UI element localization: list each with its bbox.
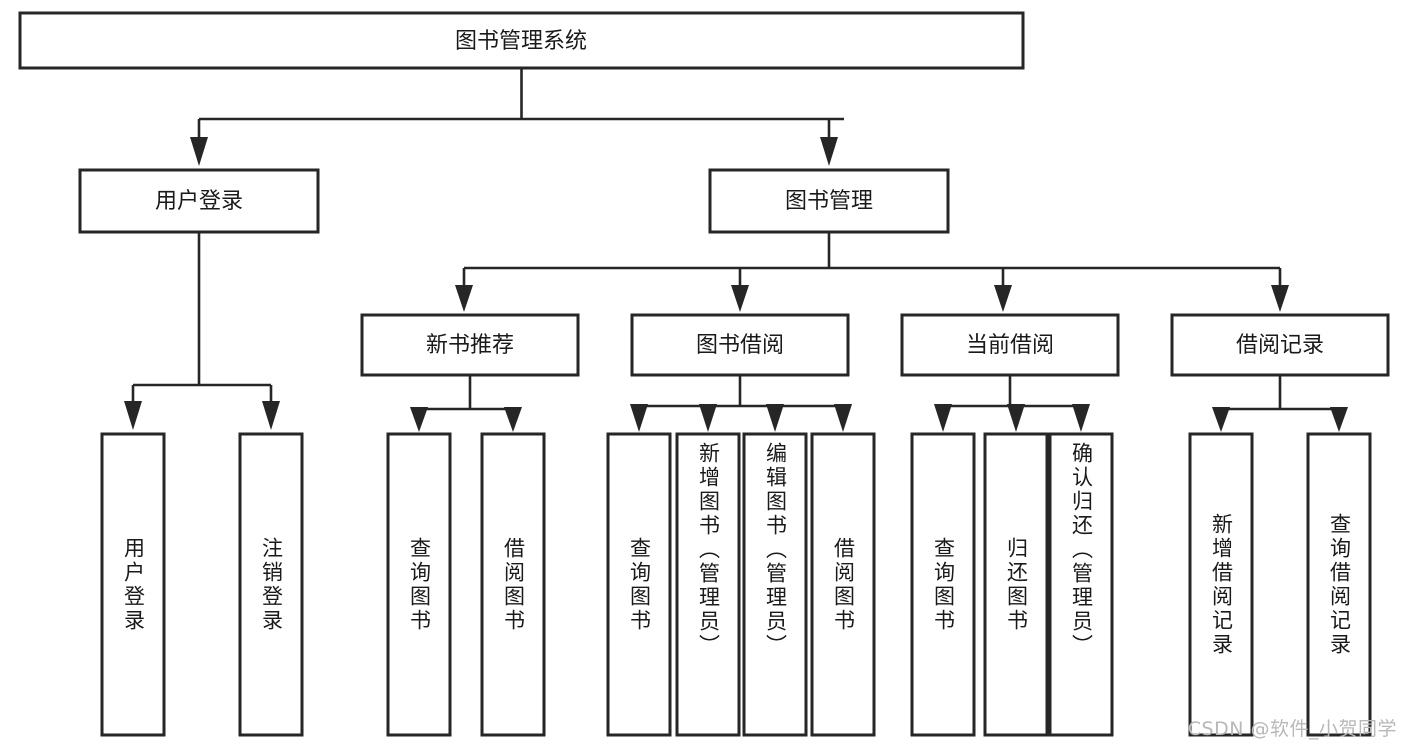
arrow-head-leaf-query-book-3 (934, 404, 952, 432)
arrow-head-leaf-user-logout (262, 401, 280, 430)
node-new-book-recommend[interactable]: 新书推荐 (360, 313, 580, 377)
leaf-edit-book-box[interactable] (742, 432, 808, 737)
csdn-watermark: CSDN @软件_小贺同学 (1187, 718, 1397, 740)
arrow-head-leaf-add-book (699, 404, 717, 432)
arrow-head-leaf-borrow-book-1 (504, 407, 522, 432)
node-book-borrow-box[interactable] (630, 313, 850, 377)
node-user-login-label: 用户登录 (155, 189, 243, 214)
node-current-borrow-box[interactable] (900, 313, 1120, 377)
leaf-return-book-box[interactable] (983, 432, 1049, 737)
leaf-user-login-box[interactable] (100, 432, 166, 737)
node-user-login-box[interactable] (78, 168, 320, 234)
arrow-head-leaf-user-login (124, 401, 142, 430)
node-root-label: 图书管理系统 (455, 29, 587, 54)
node-user-login[interactable]: 用户登录 (78, 168, 320, 234)
arrow-head-leaf-query-book-1 (410, 407, 428, 432)
node-book-manage[interactable]: 图书管理 (708, 168, 950, 234)
node-book-borrow-label: 图书借阅 (696, 333, 784, 358)
leaf-query-book-3-box[interactable] (910, 432, 976, 737)
arrow-head-leaf-borrow-book-2 (834, 404, 852, 432)
arrow-head-leaf-query-record (1330, 407, 1348, 432)
arrow-head-leaf-return-book (1007, 404, 1025, 432)
node-book-borrow[interactable]: 图书借阅 (630, 313, 850, 377)
node-current-borrow[interactable]: 当前借阅 (900, 313, 1120, 377)
leaf-borrow-book-1-box[interactable] (480, 432, 546, 737)
node-new-book-recommend-box[interactable] (360, 313, 580, 377)
leaf-user-logout-box[interactable] (238, 432, 304, 737)
arrow-head-book-manage (820, 137, 838, 166)
arrow-head-book-borrow (731, 285, 749, 312)
arrow-head-leaf-edit-book (766, 404, 784, 432)
node-new-book-recommend-label: 新书推荐 (426, 333, 514, 358)
node-book-manage-box[interactable] (708, 168, 950, 234)
arrow-head-current-borrow (994, 285, 1012, 312)
connector-layer (124, 68, 1348, 432)
leaf-query-book-2-box[interactable] (606, 432, 672, 737)
node-borrow-record-label: 借阅记录 (1236, 333, 1324, 358)
node-borrow-record-box[interactable] (1170, 313, 1390, 377)
leaf-confirm-return-box[interactable] (1048, 432, 1114, 737)
arrow-head-leaf-confirm-return (1072, 404, 1090, 432)
leaf-add-book-box[interactable] (675, 432, 741, 737)
arrow-head-borrow-record (1271, 285, 1289, 312)
arrow-head-leaf-add-record (1212, 407, 1230, 432)
arrow-head-new-book-recommend (455, 285, 473, 312)
arrow-head-leaf-query-book-2 (630, 404, 648, 432)
leaf-borrow-book-2-box[interactable] (810, 432, 876, 737)
leaf-query-record-box[interactable] (1306, 432, 1372, 737)
leaf-query-book-1-box[interactable] (386, 432, 452, 737)
node-book-manage-label: 图书管理 (785, 189, 873, 214)
leaf-add-record-box[interactable] (1188, 432, 1254, 737)
arrow-head-user-login (190, 137, 208, 166)
node-root-box[interactable] (18, 11, 1025, 70)
node-current-borrow-label: 当前借阅 (966, 333, 1054, 358)
leaf-box-layer (100, 432, 1372, 737)
node-borrow-record[interactable]: 借阅记录 (1170, 313, 1390, 377)
node-root[interactable]: 图书管理系统 (18, 11, 1025, 70)
